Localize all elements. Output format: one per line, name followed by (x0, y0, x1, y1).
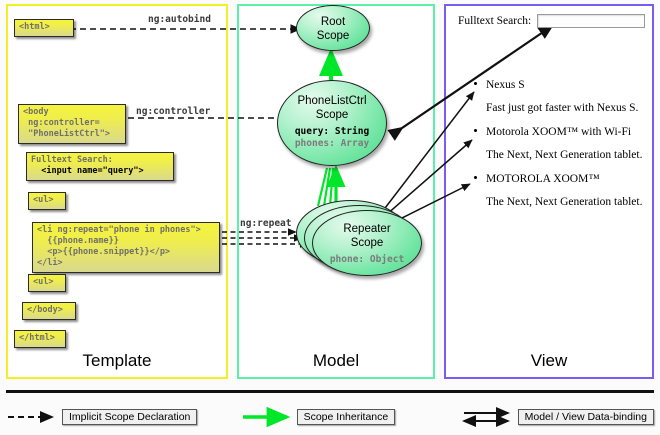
body-open-box: <body ng:controller= "PhoneListCtrl"> (18, 104, 126, 144)
ul-close-box: <ul> (28, 274, 66, 292)
bullet-icon (474, 128, 477, 132)
list-item-name-1: Motorola XOOM™ with Wi-Fi (472, 125, 650, 139)
list-item-snippet-1: The Next, Next Generation tablet. (486, 149, 643, 162)
label-ng-repeat: ng:repeat (240, 218, 292, 229)
fulltext-search-input[interactable] (537, 14, 646, 28)
legend-double-arrow-icon (461, 407, 510, 427)
legend-implicit-scope: Implicit Scope Declaration (6, 409, 198, 425)
fulltext-search-box: Fulltext Search: <input name="query"> (26, 152, 174, 181)
panel-model-label: Model (312, 351, 360, 370)
panel-view-label: View (530, 351, 568, 370)
panel-model: Model (237, 4, 435, 379)
list-item[interactable]: Nexus S Fast just got faster with Nexus … (472, 78, 650, 116)
legend-data-binding: Model / View Data-binding (461, 407, 654, 427)
phonelistctrl-scope-props: query: String phones: Array (278, 126, 386, 151)
ul-open-box: <ul> (28, 192, 66, 210)
panel-template-label: Template (82, 351, 152, 370)
legend-green-arrow-icon (242, 406, 290, 428)
html-close-box: </html> (14, 330, 66, 348)
list-item-name-text: MOTOROLA XOOM™ (486, 172, 600, 185)
list-item-name-text: Motorola XOOM™ with Wi-Fi (486, 125, 632, 138)
legend-dashed-arrow-icon (8, 411, 54, 423)
prop-query: query: String (294, 126, 370, 138)
body-close-box: </body> (22, 302, 76, 320)
fulltext-search-label: Fulltext Search: (31, 155, 113, 165)
legend-implicit-scope-label: Implicit Scope Declaration (62, 409, 198, 425)
legend-data-binding-label: Model / View Data-binding (517, 409, 654, 425)
prop-phones: phones: Array (294, 138, 370, 150)
bullet-icon (474, 82, 477, 85)
view-search-label: Fulltext Search: (458, 15, 532, 27)
view-phone-list: Nexus S Fast just got faster with Nexus … (472, 78, 650, 218)
list-item-name-text: Nexus S (486, 79, 525, 91)
repeater-scope-props: phone: Object (313, 254, 421, 266)
prop-phone: phone: Object (329, 254, 405, 266)
label-ng-controller: ng:controller (136, 106, 211, 117)
label-ng-autobind: ng:autobind (148, 14, 211, 25)
list-item-name-0: Nexus S (472, 78, 650, 92)
list-item[interactable]: MOTOROLA XOOM™ The Next, Next Generation… (472, 172, 650, 210)
legend-scope-inherit: Scope Inheritance (241, 406, 396, 428)
li-repeat-box: <li ng:repeat="phone in phones"> {{phone… (32, 222, 220, 273)
list-item-name-2: MOTOROLA XOOM™ (472, 172, 650, 186)
list-item[interactable]: Motorola XOOM™ with Wi-Fi The Next, Next… (472, 125, 650, 163)
fulltext-search-input-code: <input name="query"> (31, 165, 144, 176)
view-search-row: Fulltext Search: (458, 14, 646, 28)
bullet-icon (474, 175, 477, 179)
legend-scope-inherit-label: Scope Inheritance (296, 409, 396, 425)
list-item-snippet-2: The Next, Next Generation tablet. (486, 195, 643, 208)
legend: Implicit Scope Declaration Scope Inherit… (6, 404, 654, 430)
legend-divider (6, 390, 654, 393)
list-item-snippet-0: Fast just got faster with Nexus S. (486, 102, 639, 115)
html-open-box: <html> (14, 19, 74, 37)
